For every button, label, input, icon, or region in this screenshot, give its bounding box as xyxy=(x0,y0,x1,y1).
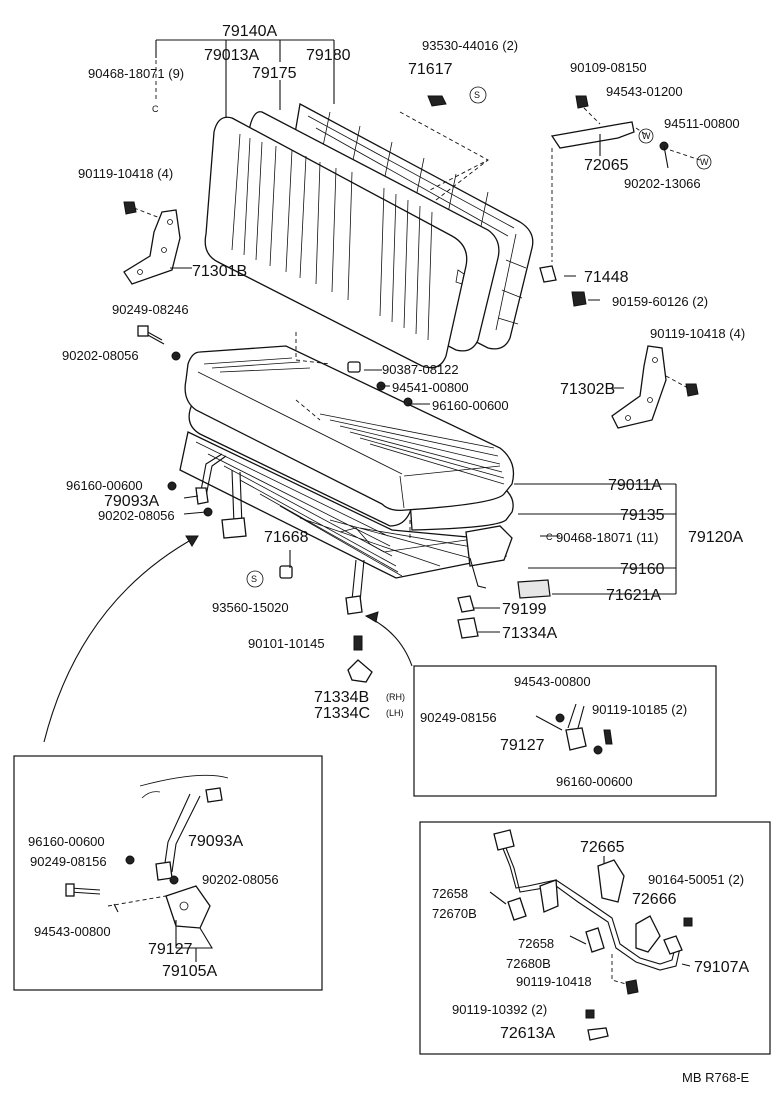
detail-box-harness xyxy=(419,821,771,1055)
part-label-79093A-b: 79093A xyxy=(188,833,243,850)
part-label-79127-a: 79127 xyxy=(500,737,545,754)
part-label-90159: 90159-60126 (2) xyxy=(612,294,708,309)
part-label-90119-10392: 90119-10392 (2) xyxy=(452,1002,547,1017)
part-label-90249-08156-a: 90249-08156 xyxy=(420,710,497,725)
clip-mark: C xyxy=(546,532,553,542)
part-label-90249-08156-b: 90249-08156 xyxy=(30,854,107,869)
part-label-79127-b: 79127 xyxy=(148,941,193,958)
part-label-72680B: 72680B xyxy=(506,956,551,971)
part-label-90119-10418-4b: 90119-10418 (4) xyxy=(650,326,745,341)
lh-note: (LH) xyxy=(386,708,404,718)
leg-assembly-79105A xyxy=(65,774,229,962)
striker-71448 xyxy=(539,148,587,307)
part-label-72658-a: 72658 xyxy=(432,886,468,901)
part-label-71302B: 71302B xyxy=(560,381,615,398)
part-label-72065: 72065 xyxy=(584,157,629,174)
part-labels: 79140A 79013A 79175 79180 90468-18071 (9… xyxy=(28,23,750,1085)
part-label-90249-08246: 90249-08246 xyxy=(112,302,189,317)
bolt-90249-08246 xyxy=(137,325,181,361)
part-label-90109: 90109-08150 xyxy=(570,60,647,75)
part-label-79175: 79175 xyxy=(252,65,297,82)
part-label-96160-a: 96160-00600 xyxy=(432,398,509,413)
part-label-79160: 79160 xyxy=(620,561,665,578)
bracket-71302B xyxy=(611,345,699,429)
s-mark: S xyxy=(474,90,480,100)
small-hardware: S xyxy=(167,361,551,683)
callout-arrows xyxy=(43,535,413,743)
part-label-72666: 72666 xyxy=(632,891,677,908)
washer-mark: W xyxy=(700,157,709,167)
bracket-71301B xyxy=(123,201,181,285)
part-label-79013A: 79013A xyxy=(204,47,259,64)
part-label-79011A: 79011A xyxy=(608,477,662,494)
part-label-72658-b: 72658 xyxy=(518,936,554,951)
clip-71617: S xyxy=(399,86,489,191)
part-label-71334B: 71334B xyxy=(314,689,369,706)
part-label-90202-08056c: 90202-08056 xyxy=(202,872,279,887)
group-brackets xyxy=(155,39,677,633)
washer-mark: W xyxy=(642,131,651,141)
part-label-71334C: 71334C xyxy=(314,705,370,722)
detail-box-hinge xyxy=(413,665,717,797)
harness-79107A xyxy=(489,829,693,1041)
reference-code: MB R768-E xyxy=(682,1070,750,1085)
part-label-93530: 93530-44016 (2) xyxy=(422,38,518,53)
part-label-96160-d: 96160-00600 xyxy=(28,834,105,849)
part-label-71448: 71448 xyxy=(584,269,629,286)
part-label-90119-10418-c: 90119-10418 xyxy=(516,974,592,989)
part-label-90101: 90101-10145 xyxy=(248,636,325,651)
part-label-79120A: 79120A xyxy=(688,529,743,546)
part-label-90119-10418-4a: 90119-10418 (4) xyxy=(78,166,173,181)
part-label-93560: 93560-15020 xyxy=(212,600,289,615)
hinge-79127 xyxy=(535,703,613,755)
part-label-96160-b: 96160-00600 xyxy=(66,478,143,493)
part-label-71301B: 71301B xyxy=(192,263,247,280)
part-label-90202-08056b: 90202-08056 xyxy=(98,508,175,523)
seat-back-cover xyxy=(204,116,468,369)
part-label-90164: 90164-50051 (2) xyxy=(648,872,744,887)
part-label-72665: 72665 xyxy=(580,839,625,856)
part-label-90202-13066: 90202-13066 xyxy=(624,176,701,191)
part-label-79105A: 79105A xyxy=(162,963,217,980)
part-label-90202-08056a: 90202-08056 xyxy=(62,348,139,363)
part-label-79107A: 79107A xyxy=(694,959,749,976)
part-label-71617: 71617 xyxy=(408,61,453,78)
part-label-90387: 90387-08122 xyxy=(382,362,459,377)
part-label-72670B: 72670B xyxy=(432,906,477,921)
part-label-79199: 79199 xyxy=(502,601,547,618)
part-label-72613A: 72613A xyxy=(500,1025,555,1042)
part-label-79180: 79180 xyxy=(306,47,351,64)
part-label-94511: 94511-00800 xyxy=(664,116,740,131)
rh-note: (RH) xyxy=(386,692,405,702)
part-label-79135: 79135 xyxy=(620,507,665,524)
seat-cushion-cover xyxy=(184,345,515,512)
part-label-94543-01200: 94543-01200 xyxy=(606,84,683,99)
part-label-96160-c: 96160-00600 xyxy=(556,774,633,789)
detail-box-leg xyxy=(13,755,323,991)
seat-cushion-frame xyxy=(179,431,513,579)
part-label-94543-00800-a: 94543-00800 xyxy=(514,674,591,689)
part-label-71668: 71668 xyxy=(264,529,309,546)
dashed-leaders xyxy=(155,60,489,540)
s-mark: S xyxy=(251,574,257,584)
seat-leg-rods xyxy=(195,453,487,615)
part-label-79093A-a: 79093A xyxy=(104,493,159,510)
bracket-72065: W W xyxy=(550,95,712,170)
part-label-94541: 94541-00800 xyxy=(392,380,469,395)
part-label-94543-00800-b: 94543-00800 xyxy=(34,924,111,939)
part-label-90468-18071-11: 90468-18071 (11) xyxy=(556,530,658,545)
part-label-71334A: 71334A xyxy=(502,625,557,642)
part-label-79140A: 79140A xyxy=(222,23,277,40)
part-label-90468-18071-9: 90468-18071 (9) xyxy=(88,66,184,81)
part-label-90119-10185: 90119-10185 (2) xyxy=(592,702,687,717)
part-label-71621A: 71621A xyxy=(606,587,661,604)
clip-mark: C xyxy=(152,104,159,114)
